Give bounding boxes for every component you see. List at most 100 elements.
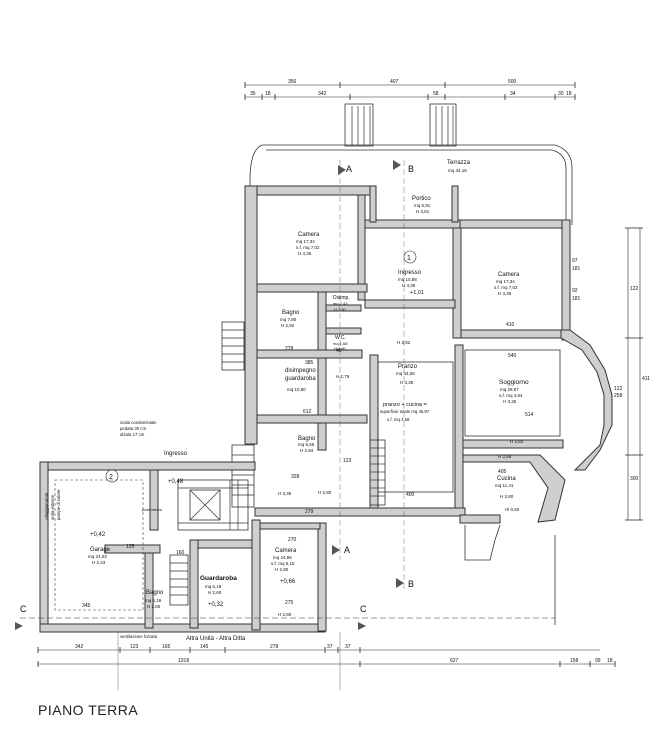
mdim-8: 405 [498,469,507,475]
mdim-13: 270 [288,537,297,543]
bdim-1: 342 [75,644,84,650]
wc-area: mq 1,68 [333,341,348,346]
terrace-stair-left [344,103,374,147]
bagno1-height: H 2,92 [281,323,295,328]
stanza-height: H 3,35 [278,491,292,496]
pranzo-area: mq 34,56 [396,371,415,376]
rdim-1: 97 [572,258,578,264]
note-alzata: alzata 17 cm [120,432,145,437]
pranzo-height2: H 2,82 [397,340,411,345]
camera3-sf: s.f. mq 5,15 [271,561,295,566]
top-dim-1: 356 [288,79,297,85]
soggiorno-label: Soggiorno [499,379,529,386]
marker-1-circle [403,250,417,264]
note-porta-interna: porta interna [142,508,162,512]
rdim-5: 122 [614,386,623,392]
bottom-dimensions: 342 123 165 145 278 37 37 1318 627 158 9… [37,632,616,690]
soggiorno-area: mq 29,67 [500,387,519,392]
disimpegno-label: disimpegno [285,368,316,374]
bdim-2: 123 [130,644,139,650]
top-dim-b3: 342 [318,91,327,97]
bagno3-height: H 2,60 [147,604,161,609]
ingresso-ext-label: Ingresso [164,451,188,457]
top-dim-b2: 18 [265,91,271,97]
bagno2-label: Bagno [298,436,316,442]
camera2-area: mq 17,34 [496,279,515,284]
top-dimensions: 356 407 500 35 18 342 58 34 30 18 [244,79,576,100]
section-c-left: C [20,604,27,614]
west-stair-upper [221,321,245,371]
cucina-area: mq 11,41 [495,483,514,488]
guardaroba-level: +0,32 [208,602,224,608]
mdim-5: 514 [525,412,534,418]
rdim-2: 181 [572,266,581,272]
pranzo-label: Pranzo [398,364,418,370]
disimp-height: H 2,80 [334,307,347,312]
terrazza-label: Terrazza [447,160,471,166]
ingresso-int-level: +1,01 [410,290,424,296]
bagno2-area: mq 5,56 [298,442,315,447]
west-stair-lower [231,444,255,508]
marker-2: 2 [109,474,113,481]
top-dim-b1: 35 [250,91,256,97]
ingresso-int-area: mq 10,88 [398,277,417,282]
garage-level: +0,42 [90,532,106,538]
marker-1: 1 [407,255,411,262]
top-dim-2: 407 [390,79,399,85]
bdim-total-1: 1318 [178,658,189,664]
wc-label: W.C. [335,335,346,341]
disimpegno-area: mq 10,80 [287,387,306,392]
section-a-top: A [346,164,352,174]
bdim-total-2: 627 [450,658,459,664]
camera3-area: mq 24,55 [273,555,292,560]
disimpegno-height: H 2,79 [336,374,350,379]
mdim-17: 410 [506,322,515,328]
interior-dimensions: 278 385 40 540 514 612 400 405 123 328 2… [82,322,534,609]
note-alloggiamento2: unità esterne [50,495,55,520]
camera1-area: mq 17,34 [296,239,315,244]
garage-outline [54,479,144,611]
camera3-height: H 2,90 [275,567,289,572]
mdim-7: 400 [406,492,415,498]
cucina-height2: H 2,68 [498,454,512,459]
bagno2-height: H 2,94 [300,448,314,453]
bdim-6: 37 [327,644,333,650]
camera1-sf: s.f. mq 7,02 [296,245,320,250]
cucina-label: Cucina [497,476,516,482]
condominium-stair [177,479,249,531]
mdim-14: 345 [82,603,91,609]
mdim-1: 278 [285,346,294,352]
pranzo-room-outline [377,361,454,493]
camera3-height2: H 2,80 [278,612,292,617]
pranzo-note2: superficie totale mq 45,97 [380,409,430,414]
portico-area: mq 5,91 [414,203,431,208]
mdim-3: 40 [336,348,342,354]
camera1-height: H 3,35 [298,251,312,256]
bdim-total-5: 18 [607,658,613,664]
bagno3-area: mq 6,18 [145,598,162,603]
mdim-15: 160 [176,550,185,556]
camera2-height: H 3,35 [498,291,512,296]
guardaroba-height: H 2,60 [208,590,222,595]
mdim-9: 123 [343,458,352,464]
rdim-4: 181 [572,296,581,302]
rdim-6: 258 [614,393,623,399]
bdim-total-3: 158 [570,658,579,664]
rdim-7: 300 [630,476,639,482]
bagno1-area: mq 7,80 [280,317,297,322]
soggiorno-outline [464,349,561,437]
disimpegno-label2: guardaroba [285,376,316,382]
mdim-11: 279 [305,509,314,515]
bdim-4: 145 [200,644,209,650]
garage-area: mq 24,03 [88,554,107,559]
house-walls [244,185,613,524]
top-dim-b4: 58 [433,91,439,97]
guardaroba-label: Guardaroba [200,575,237,582]
mdim-12: 275 [285,600,294,606]
right-dimensions: 97 181 92 181 122 258 300 411 122 [572,227,650,521]
note-alloggiamento: Alloggiamento [44,492,49,520]
camera2-sf: s.f. mq 7,02 [494,285,518,290]
portico-label: Portico [412,196,431,202]
top-dim-b6: 30 [558,91,564,97]
terrazza-area: mq 34,15 [448,168,467,173]
